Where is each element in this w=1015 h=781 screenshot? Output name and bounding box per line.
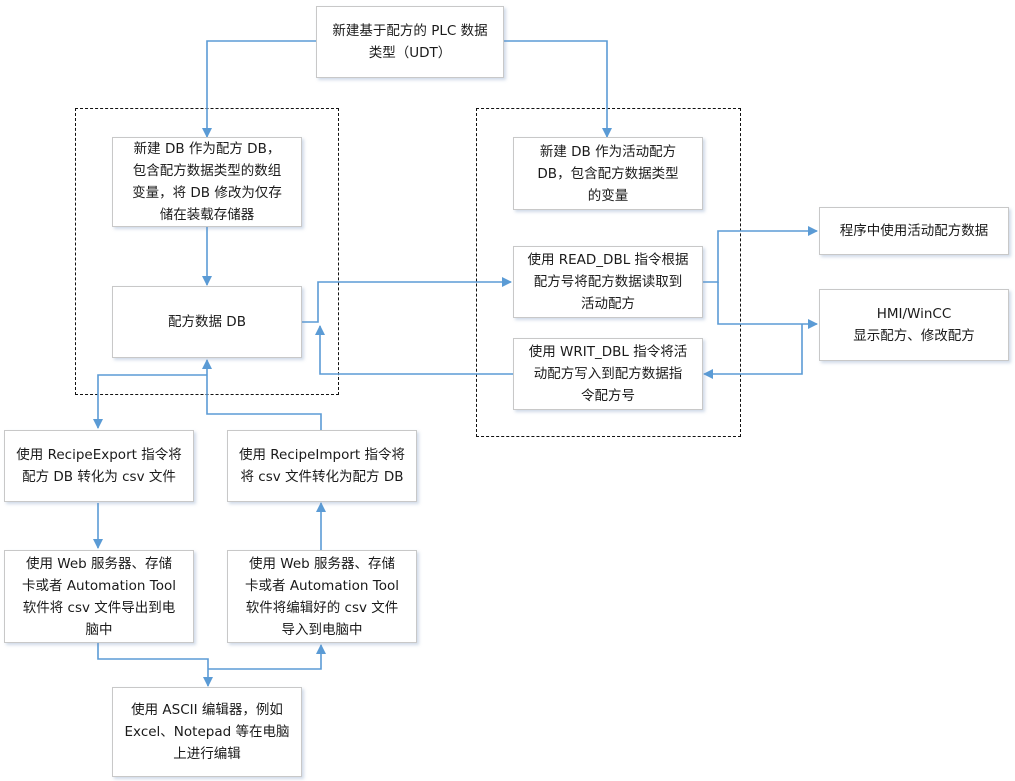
edge-recipe-db-to-read-dbl <box>302 277 512 323</box>
edge-recipe-import-to-recipe-db <box>202 359 322 430</box>
node-recipe-data-db: 配方数据 DB <box>112 286 302 358</box>
edge-export-pc-to-ascii-edit <box>97 643 213 687</box>
edge-read-dbl-to-hmi <box>717 282 818 329</box>
node-recipe-export: 使用 RecipeExport 指令将 配方 DB 转化为 csv 文件 <box>4 430 194 502</box>
node-create-recipe-db: 新建 DB 作为配方 DB， 包含配方数据类型的数组 变量，将 DB 修改为仅存… <box>112 137 302 227</box>
edge-recipe-db-to-recipe-export <box>93 374 207 429</box>
active-recipe-group <box>476 108 741 437</box>
node-read-dbl: 使用 READ_DBL 指令根据 配方号将配方数据读取到 活动配方 <box>513 246 703 318</box>
node-recipe-import: 使用 RecipeImport 指令将 将 csv 文件转化为配方 DB <box>227 430 417 502</box>
node-import-from-pc: 使用 Web 服务器、存储 卡或者 Automation Tool 软件将编辑好… <box>227 550 417 643</box>
node-ascii-edit: 使用 ASCII 编辑器，例如 Excel、Notepad 等在电脑 上进行编辑 <box>112 687 302 777</box>
edge-udt-to-active-db-create <box>503 40 612 138</box>
edge-hmi-to-writ-dbl <box>703 324 803 379</box>
edge-ascii-edit-to-import-pc <box>208 644 326 670</box>
node-export-to-pc: 使用 Web 服务器、存储 卡或者 Automation Tool 软件将 cs… <box>4 550 194 643</box>
edge-writ-dbl-to-recipe-db <box>315 325 513 375</box>
edge-read-dbl-to-program-use <box>702 226 818 283</box>
edge-udt-to-recipe-db-create <box>202 40 316 138</box>
node-hmi-wincc: HMI/WinCC 显示配方、修改配方 <box>819 289 1009 361</box>
node-program-use: 程序中使用活动配方数据 <box>819 207 1009 255</box>
node-create-active-db: 新建 DB 作为活动配方 DB，包含配方数据类型 的变量 <box>513 137 703 210</box>
node-create-udt: 新建基于配方的 PLC 数据 类型（UDT） <box>316 6 504 78</box>
node-writ-dbl: 使用 WRIT_DBL 指令将活 动配方写入到配方数据指 令配方号 <box>513 338 703 410</box>
